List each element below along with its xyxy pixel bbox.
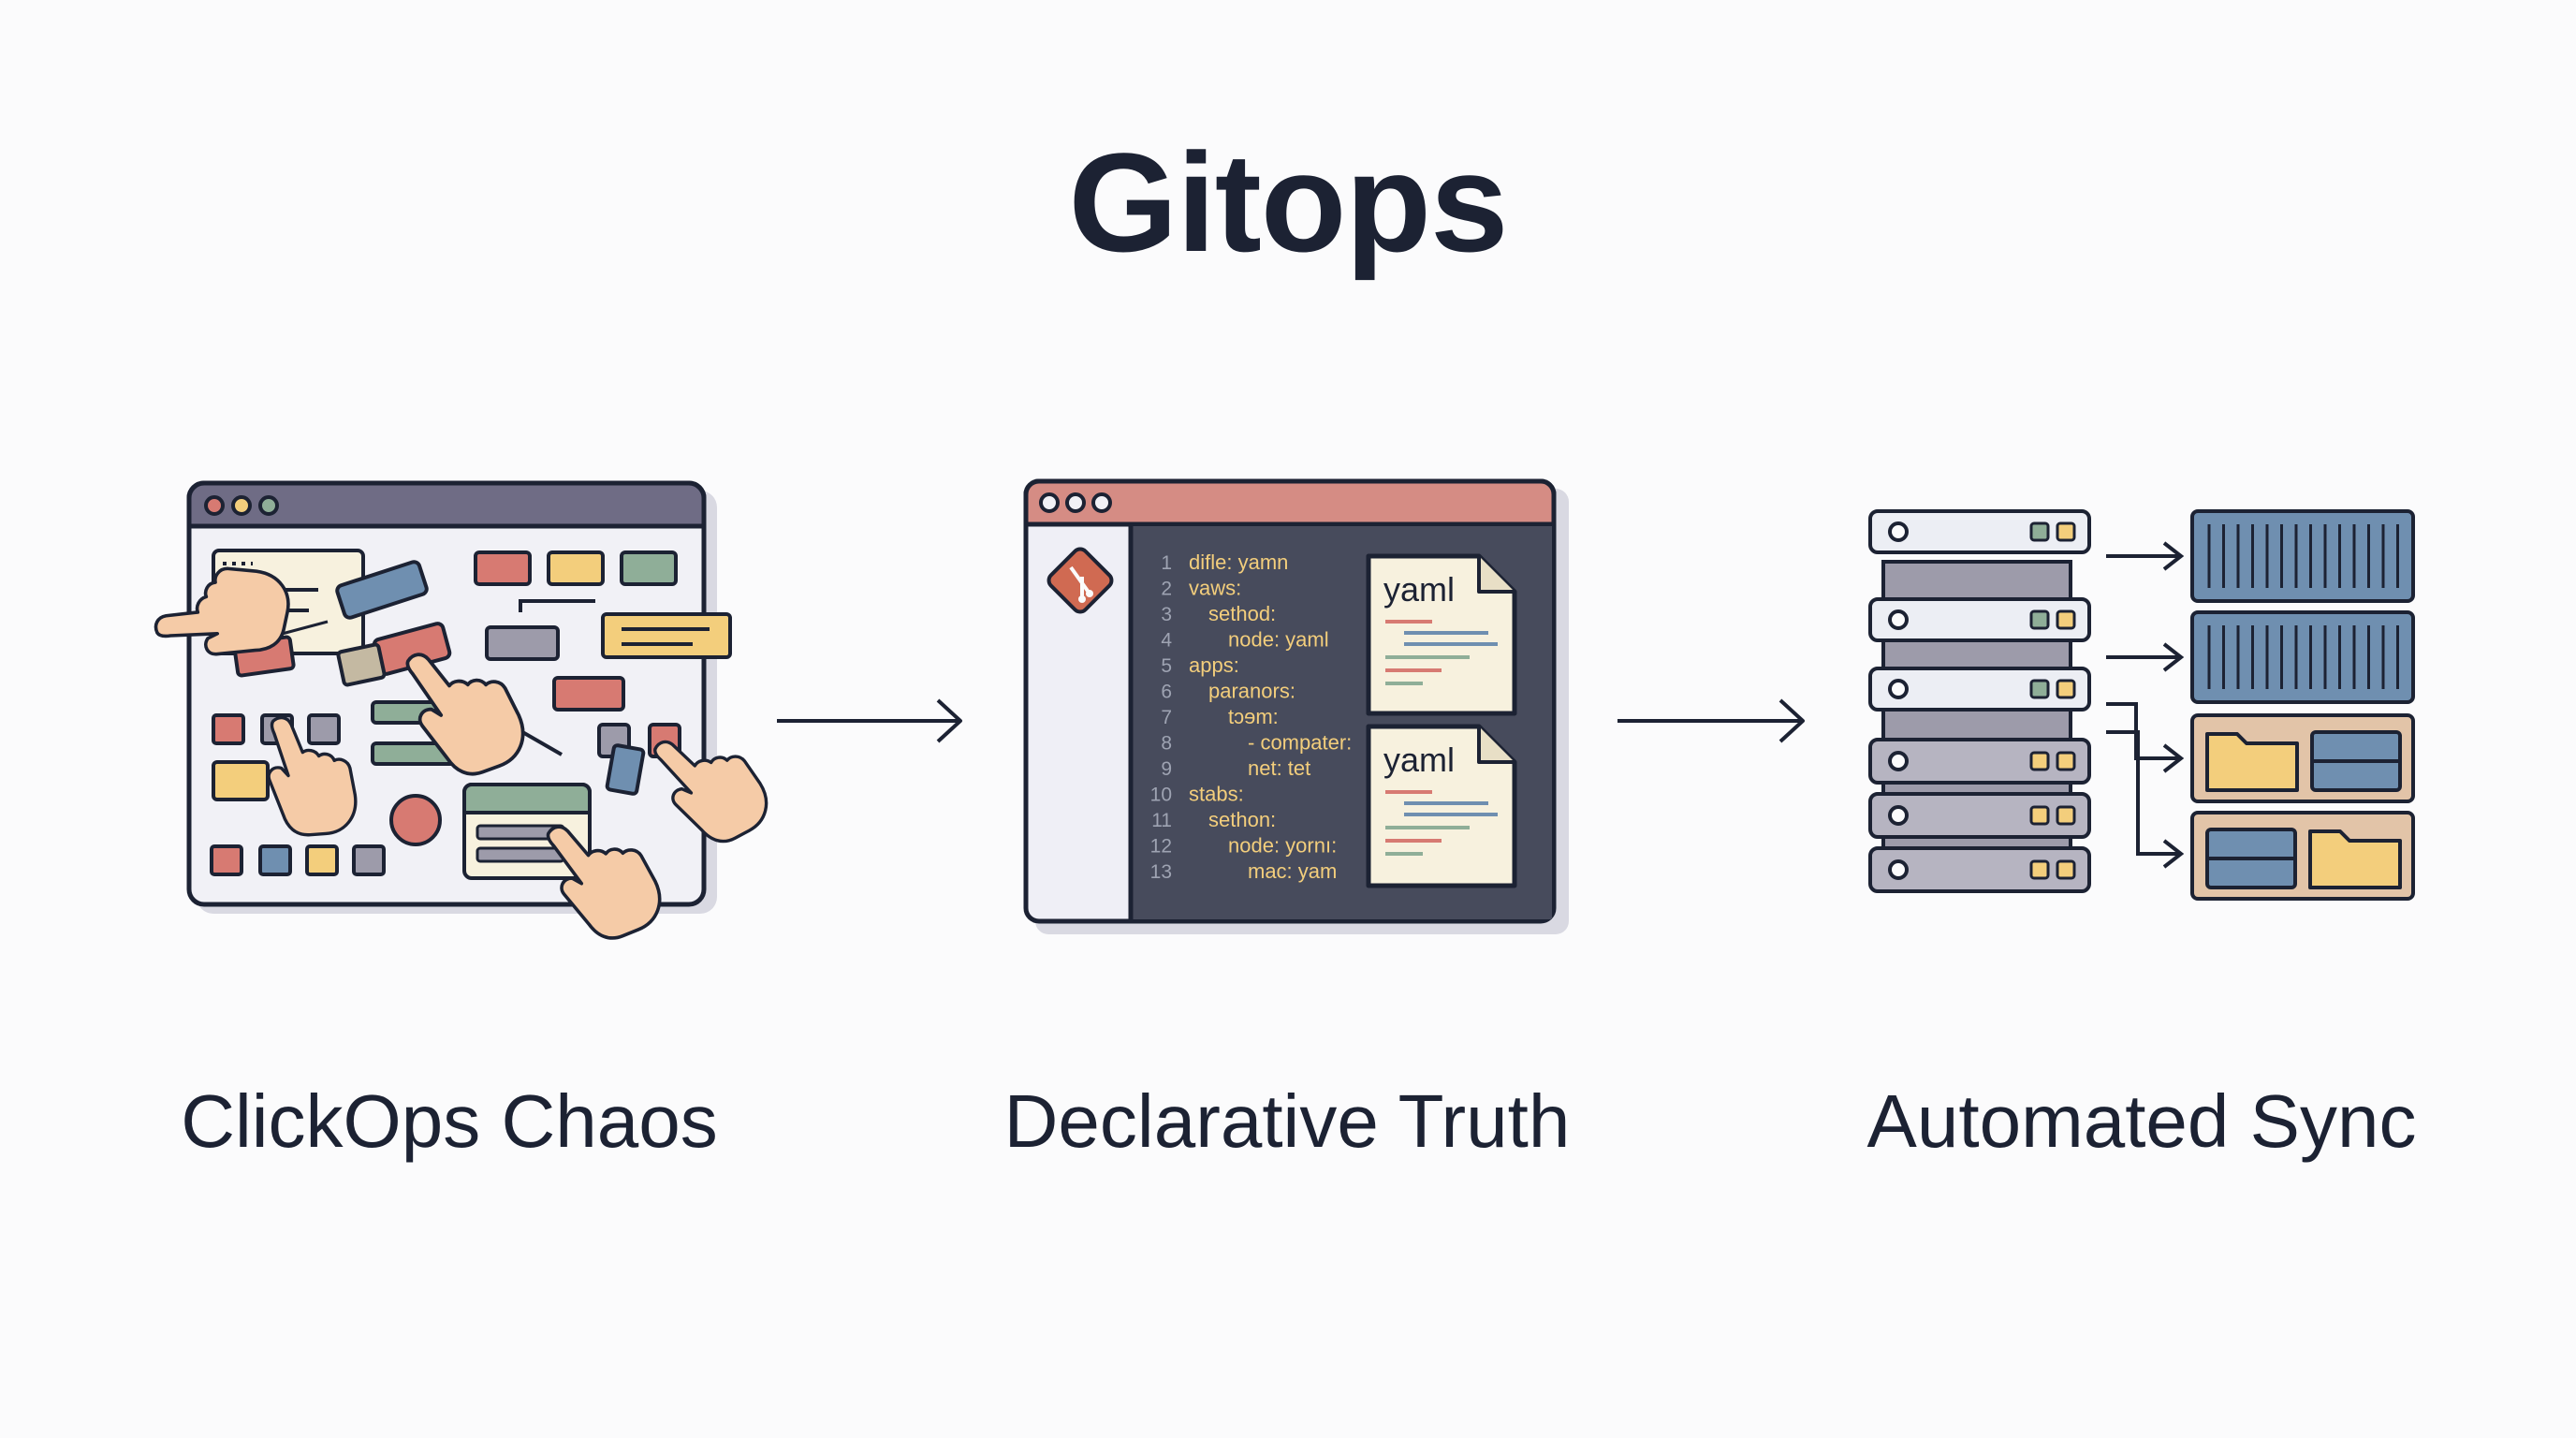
window-close-dot (1039, 492, 1060, 513)
line-number: 10 (1150, 785, 1172, 806)
code-line: apps: (1189, 653, 1239, 677)
line-number: 5 (1161, 655, 1172, 677)
yaml-file: yaml (1366, 724, 1517, 888)
ui-block (605, 743, 646, 796)
code-line: mac: yam (1248, 859, 1337, 883)
server-unit (1868, 738, 2091, 785)
code-line: difle: yamn (1189, 550, 1288, 574)
line-number: 6 (1161, 682, 1172, 703)
code-listing: 1 difle: yamn 2 vaws: 3 sethod: 4 node: yaml 5 ap… (1150, 550, 1353, 883)
ui-block (474, 550, 532, 586)
ui-block (210, 844, 243, 876)
yaml-file-label: yaml (1383, 741, 1455, 779)
code-line: - compater: (1248, 731, 1352, 755)
code-line: stabs: (1189, 783, 1244, 806)
line-number: 11 (1151, 810, 1172, 831)
code-line: sethon: (1208, 808, 1276, 831)
stage-label-clickops: ClickOps Chaos (181, 1079, 718, 1163)
line-number: 8 (1161, 733, 1172, 755)
ui-circle (389, 794, 442, 846)
code-line: tɔɘm: (1228, 705, 1279, 728)
yaml-file-label: yaml (1383, 570, 1455, 609)
folder-panel (2190, 713, 2415, 803)
line-number: 3 (1161, 604, 1172, 625)
window-maximize-dot (258, 495, 279, 516)
window-close-dot (204, 495, 225, 516)
folder-icon (2205, 732, 2299, 792)
git-logo-icon (1046, 547, 1114, 614)
server-unit (1868, 597, 2091, 642)
ui-block (336, 642, 387, 687)
window-minimize-dot (1065, 492, 1086, 513)
ui-block (258, 844, 292, 876)
window-minimize-dot (231, 495, 252, 516)
code-editor-window: 1 difle: yamn 2 vaws: 3 sethod: 4 node: yaml 5 ap… (1023, 478, 1569, 934)
container-icon (2190, 509, 2415, 603)
line-number: 1 (1161, 552, 1172, 574)
ui-block (335, 560, 429, 620)
server-unit (1868, 846, 2091, 893)
page-title: Gitops (1068, 124, 1509, 281)
server-rack-icon (1868, 509, 2091, 893)
yaml-file: yaml (1366, 553, 1517, 716)
ui-block (307, 713, 341, 745)
line-number: 2 (1161, 579, 1172, 600)
code-line: node: yaml (1228, 628, 1329, 652)
stage-label-automated: Automated Sync (1866, 1079, 2417, 1163)
folder-panel (2190, 811, 2415, 901)
ui-block (305, 844, 339, 876)
ui-block (547, 550, 605, 586)
sync-connectors (2106, 541, 2185, 869)
stage-label-declarative: Declarative Truth (1003, 1079, 1571, 1163)
server-unit (1868, 667, 2091, 712)
ui-banner (601, 612, 732, 659)
ui-block (620, 550, 678, 586)
folder-icon (2308, 829, 2402, 889)
ui-block (212, 760, 270, 801)
server-unit (1868, 509, 2091, 554)
code-line: paranors: (1208, 680, 1295, 703)
line-number: 4 (1161, 630, 1172, 652)
code-line: net: tet (1248, 756, 1310, 780)
line-number: 12 (1150, 836, 1172, 858)
code-line: node: yornı: (1228, 834, 1337, 858)
ui-block (552, 676, 625, 712)
flow-arrow (1617, 698, 1805, 743)
line-number: 13 (1150, 861, 1172, 883)
ui-block (212, 713, 245, 745)
line-number: 7 (1161, 707, 1172, 728)
flow-arrow (777, 698, 962, 743)
ui-block (352, 844, 386, 876)
line-number: 9 (1161, 758, 1172, 780)
data-panel (2205, 828, 2297, 889)
code-line: sethod: (1208, 602, 1276, 625)
data-panel (2310, 730, 2402, 792)
container-icon (2190, 610, 2415, 704)
sync-targets (2190, 509, 2415, 901)
code-line: vaws: (1189, 577, 1241, 600)
ui-block (485, 625, 560, 661)
server-unit (1868, 792, 2091, 839)
window-maximize-dot (1091, 492, 1112, 513)
